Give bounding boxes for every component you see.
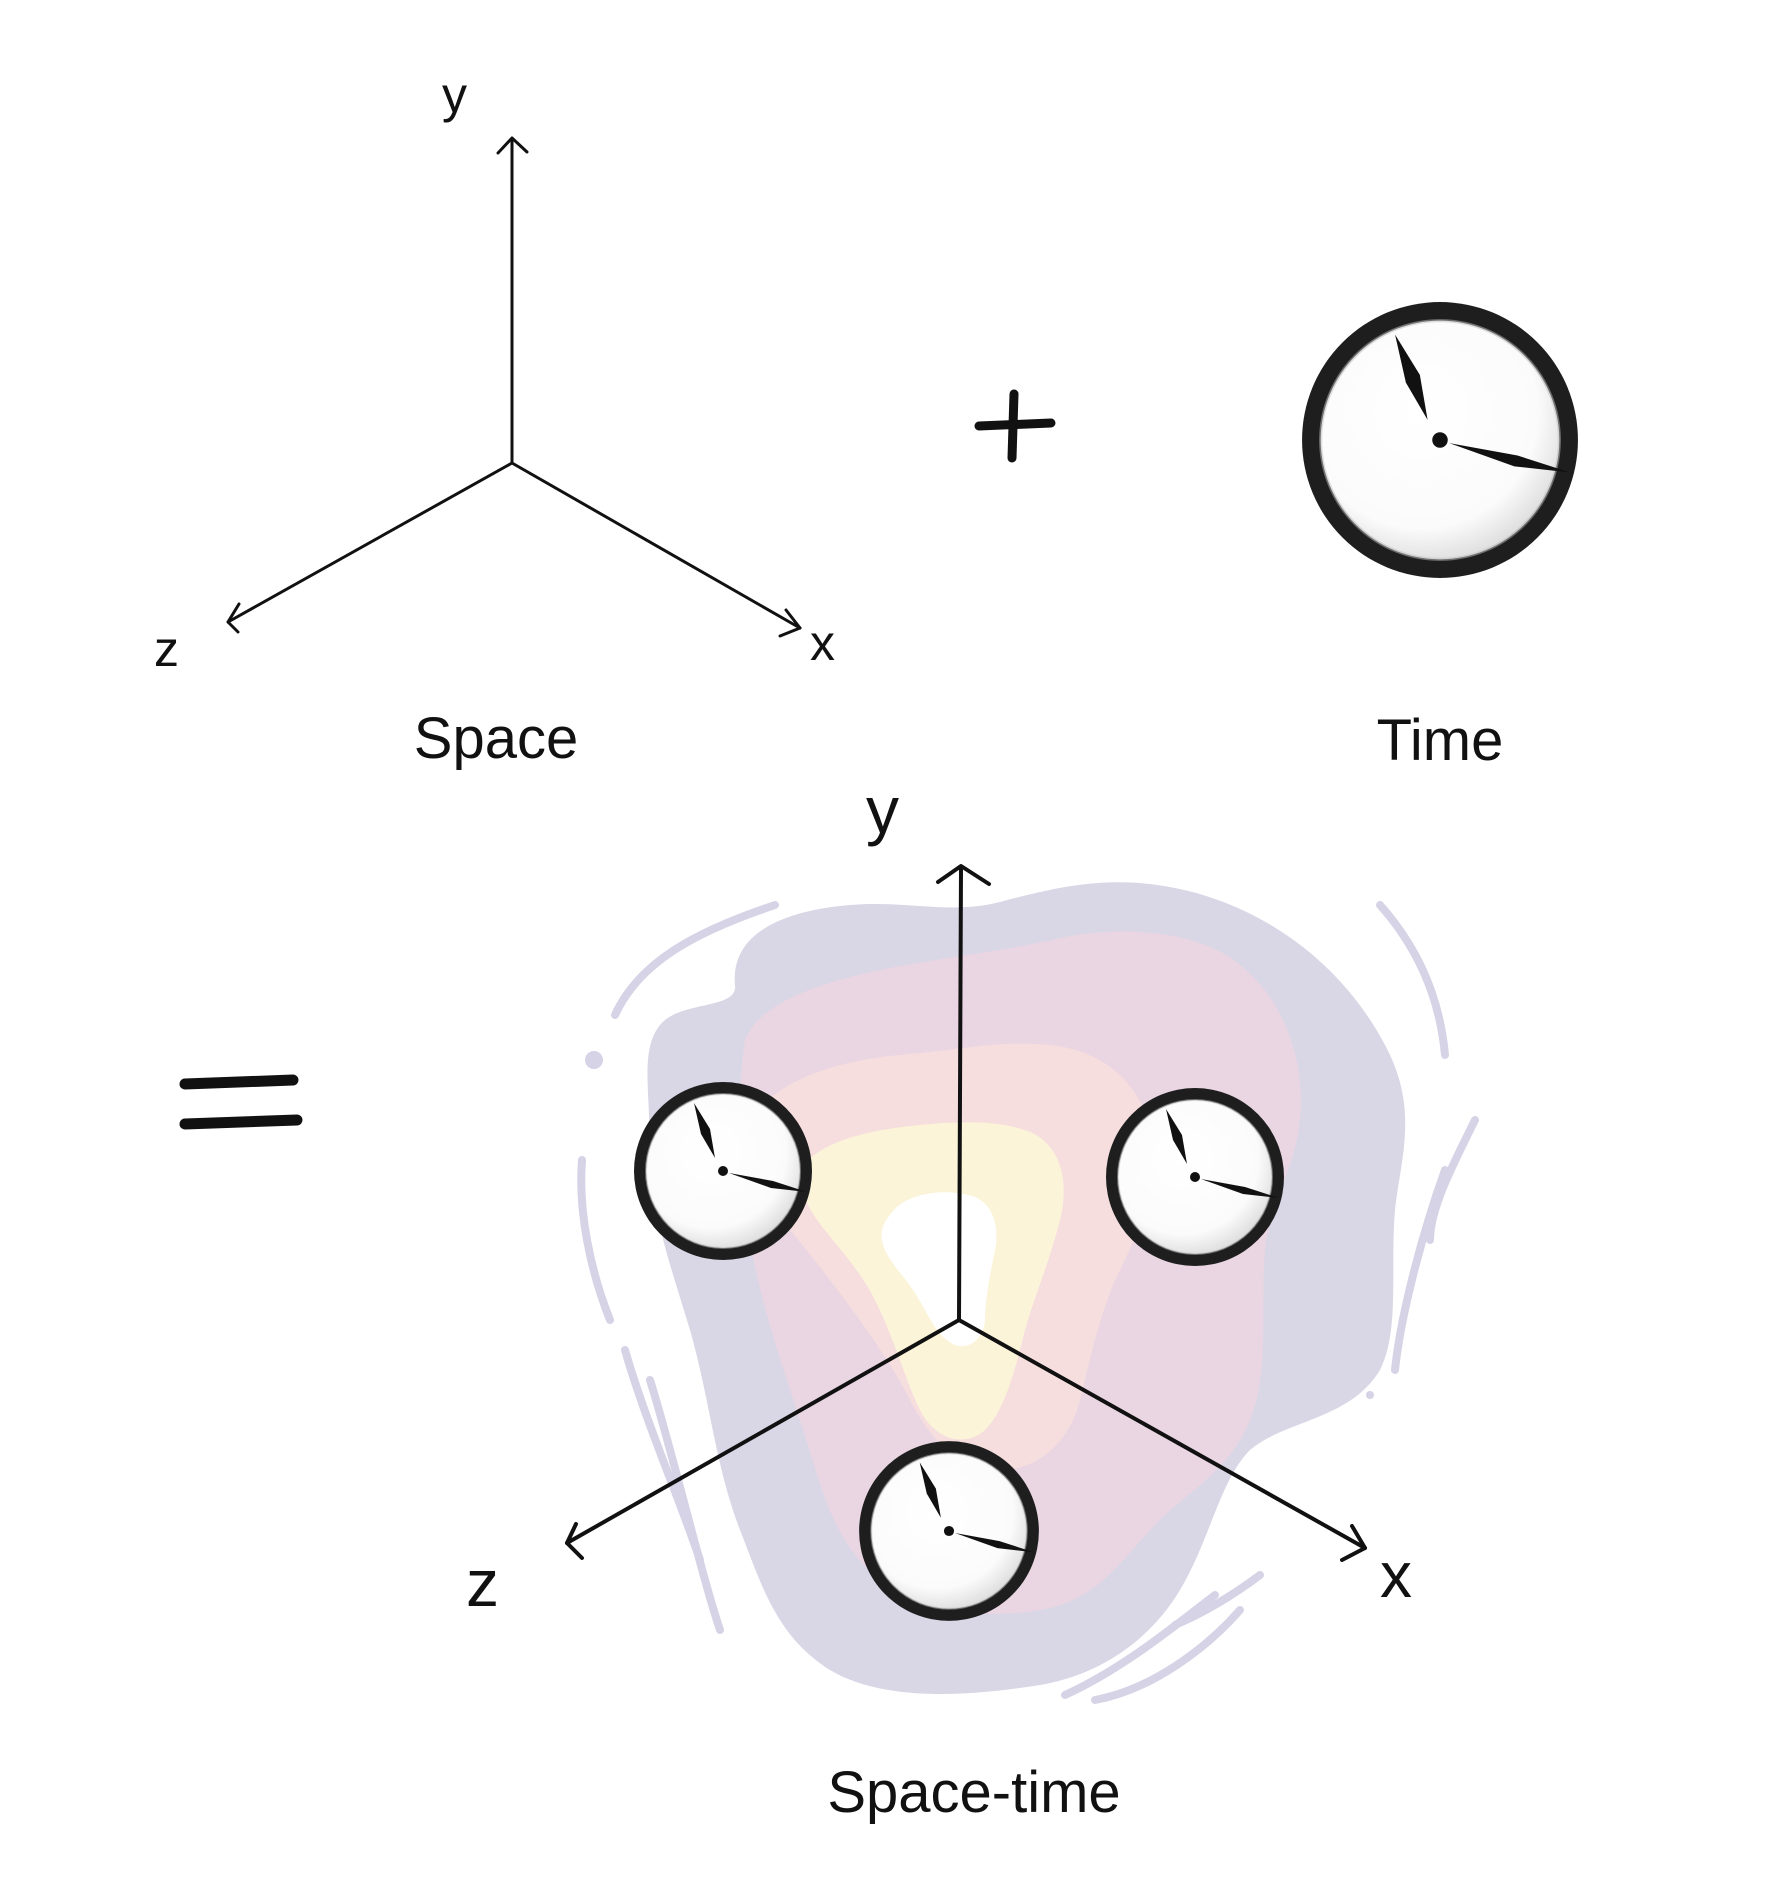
ripple-line [646,1376,724,1634]
spacetime-x-arrowhead [1340,1524,1367,1562]
time-caption: Time [1377,708,1504,773]
equals-top-stroke [179,1074,299,1090]
ripple-line [1061,1591,1219,1699]
equals-bottom-stroke [179,1114,303,1130]
ripple-line [1171,1571,1264,1629]
space-x-axis [510,461,802,630]
spacetime-y-axis [957,866,963,1322]
space-z-arrowhead [226,602,241,634]
clock-icon [1300,300,1580,580]
ripple-line [611,901,779,1019]
spacetime-z-axis [565,1318,961,1545]
spacetime-axes [565,864,1367,1562]
space-y-label: y [442,67,467,123]
equals-glyph: = [0,0,1,1]
space-axes [226,136,802,638]
ripple-dot [585,1051,603,1069]
spacetime-x-label: x [1380,1539,1412,1611]
space-caption: Space [414,706,578,771]
field-layer-core [881,1192,997,1347]
clock-icon [632,1080,814,1262]
clock-icon [1104,1086,1286,1268]
spacetime-y-arrowhead [936,864,991,886]
spacetime-ripples [577,901,1479,1704]
space-x-arrowhead [778,608,802,638]
plus-horizontal-stroke [974,418,1056,431]
spacetime-z-arrowhead [565,1522,584,1560]
space-z-axis [226,461,514,624]
plus-sign: + [0,0,1056,463]
ripple-line [1376,901,1449,1059]
time-diagram: Time [1300,300,1580,773]
ripple-dot [1366,1391,1374,1399]
ripple-line [1391,1166,1449,1374]
space-y-arrowhead [496,136,529,155]
ripple-line [577,1156,614,1324]
spacetime-z-label: z [466,1546,499,1620]
space-z-label: z [154,621,179,677]
plus-glyph: + [0,0,1,1]
space-diagram: y x z Space [154,67,835,771]
equals-sign: = [0,0,303,1130]
ripple-line [1426,1116,1479,1244]
spacetime-diagram: y x z Space-time [466,773,1479,1825]
clock-icon [858,1440,1040,1622]
spacetime-y-label: y [866,773,899,847]
spacetime-caption: Space-time [827,1760,1120,1825]
space-x-label: x [810,615,835,671]
spacetime-curvature-field [647,882,1406,1695]
ripple-line [1091,1606,1244,1704]
spacetime-x-axis [957,1318,1367,1550]
